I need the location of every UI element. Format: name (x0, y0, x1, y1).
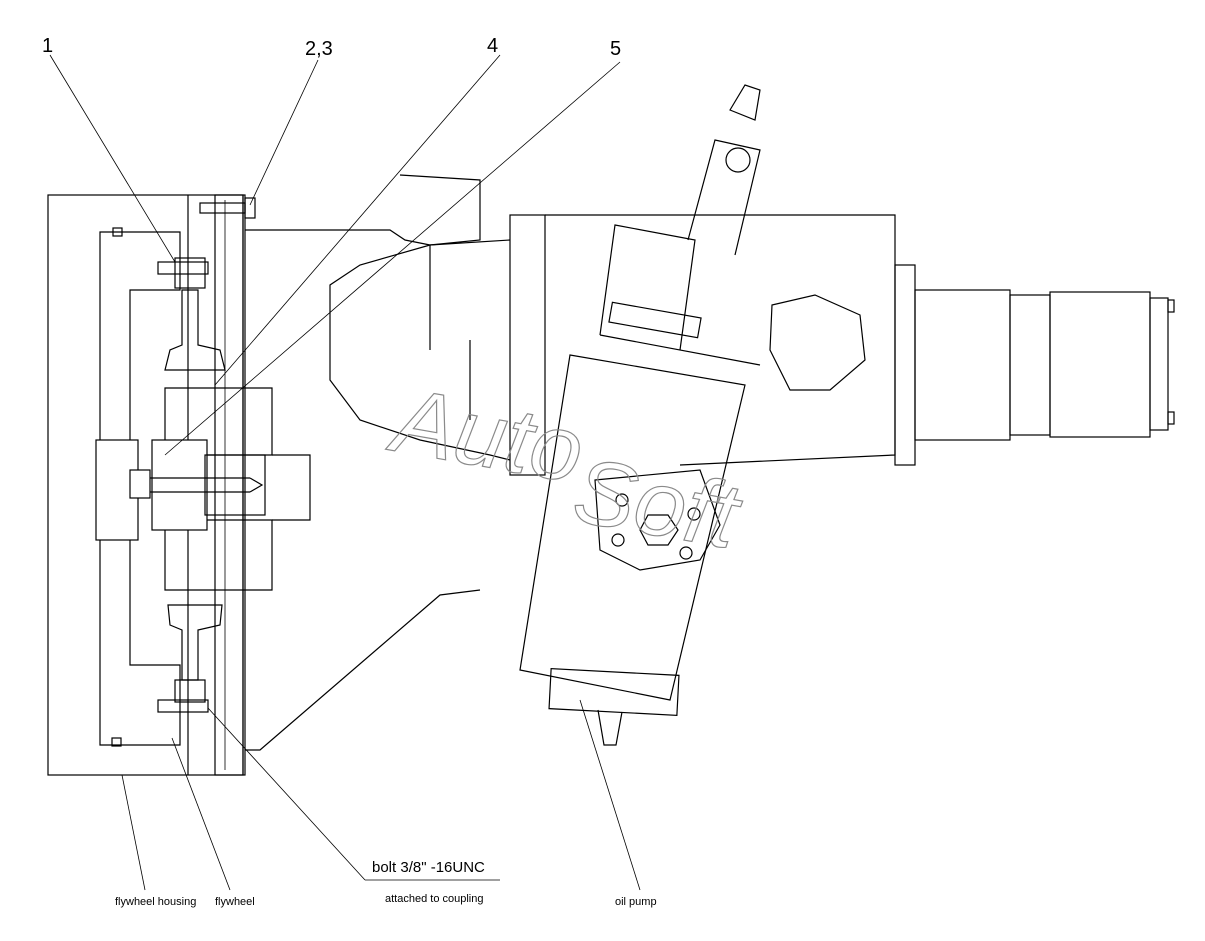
label-oil-pump: oil pump (615, 896, 657, 908)
leader-lines (49, 54, 641, 891)
callout-4: 4 (487, 35, 498, 57)
label-bolt: bolt 3/8" -16UNC (372, 859, 485, 876)
watermark-line-1: Auto (382, 368, 591, 502)
callout-2-3: 2,3 (305, 38, 333, 60)
callout-5: 5 (610, 38, 621, 60)
label-attached-to-coupling: attached to coupling (385, 893, 483, 905)
flywheel-housing-shape (47, 194, 246, 776)
watermark: Auto Soft (381, 368, 749, 570)
label-flywheel: flywheel (215, 896, 255, 908)
watermark-line-2: Soft (567, 439, 749, 568)
callout-1: 1 (42, 35, 53, 57)
rubber-element-shape (157, 257, 226, 713)
housing-bolt-shape (199, 197, 256, 219)
label-flywheel-housing: flywheel housing (115, 896, 196, 908)
bell-adapter-shape (245, 174, 511, 751)
motor-shape (894, 264, 1175, 466)
coupling-hub-shape (129, 387, 311, 591)
oil-pump-shape (509, 84, 896, 746)
